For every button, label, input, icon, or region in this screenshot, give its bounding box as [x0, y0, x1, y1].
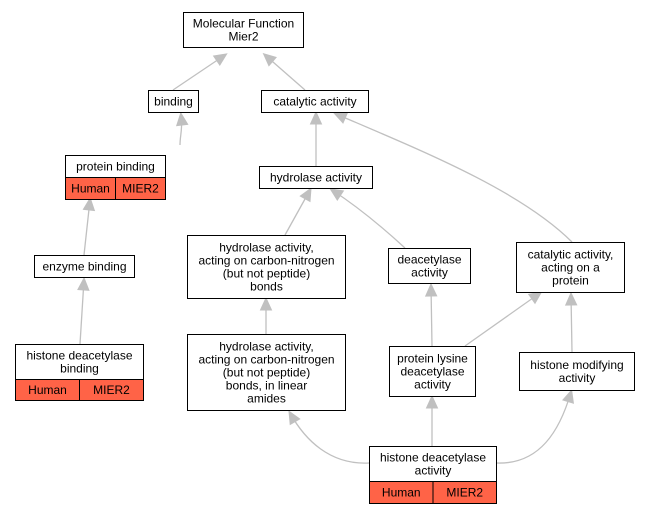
node-label-line: bonds	[250, 280, 283, 294]
node-box	[187, 334, 346, 411]
edge-arrowhead-7	[299, 187, 312, 203]
species-tag: Human	[382, 486, 421, 500]
species-tag: Human	[71, 182, 110, 196]
edge-4	[335, 113, 573, 243]
node-label-line: Mier2	[228, 30, 258, 44]
edge-arrowhead-11	[527, 291, 543, 305]
edge-layer	[77, 52, 578, 464]
edge-15	[495, 391, 572, 464]
node-box	[388, 248, 471, 284]
node-catalytic-activity[interactable]: catalytic activity	[261, 90, 369, 113]
node-label-line: (but not peptide)	[223, 366, 310, 380]
node-label-line: Molecular Function	[193, 17, 294, 31]
node-label-line: hydrolase activity,	[219, 340, 313, 354]
node-label-line: histone deacetylase	[26, 349, 132, 363]
gene-tag: MIER2	[446, 486, 483, 500]
node-hydrolase-acting-cn-bonds[interactable]: hydrolase activity,acting on carbon-nitr…	[187, 235, 346, 299]
node-label-line: binding	[154, 95, 193, 109]
gene-tag: MIER2	[93, 383, 130, 397]
edge-arrowhead-4	[333, 112, 349, 124]
edge-arrowhead-3	[309, 110, 323, 125]
node-box	[148, 90, 199, 113]
node-label-line: catalytic activity	[273, 95, 356, 109]
node-label-line: histone deacetylase	[380, 451, 486, 465]
node-label-line: protein	[552, 274, 589, 288]
node-label-line: deacetylase	[400, 365, 464, 379]
edge-arrowhead-15	[562, 388, 575, 404]
node-box	[259, 166, 373, 189]
node-label-line: acting on carbon-nitrogen	[198, 353, 334, 367]
edge-arrowhead-12	[564, 291, 578, 306]
edge-arrowhead-10	[424, 282, 438, 297]
node-label-line: enzyme binding	[42, 260, 126, 274]
node-label-line: activity	[415, 464, 452, 478]
gene-tag: MIER2	[122, 182, 159, 196]
node-hydrolase-activity[interactable]: hydrolase activity	[259, 166, 373, 189]
edge-arrowhead-6	[77, 276, 90, 291]
node-label-line: amides	[247, 392, 286, 406]
edge-arrowhead-2	[262, 52, 277, 67]
node-box	[15, 344, 144, 380]
edge-arrowhead-5	[82, 196, 96, 212]
node-box	[516, 242, 625, 293]
edge-13	[289, 412, 370, 464]
node-label-line: catalytic activity,	[528, 248, 614, 262]
node-box	[369, 446, 497, 482]
node-label-line: acting on carbon-nitrogen	[198, 254, 334, 268]
tag-box	[115, 177, 166, 200]
node-box	[183, 12, 304, 48]
node-label-line: bonds, in linear	[226, 379, 307, 393]
node-box	[519, 352, 635, 391]
node-box	[261, 90, 369, 113]
node-label-line: hydrolase activity	[270, 171, 362, 185]
node-label-line: binding	[60, 362, 99, 376]
edge-6	[79, 279, 85, 345]
node-label-line: activity	[414, 378, 451, 392]
node-binding[interactable]: binding	[148, 90, 199, 113]
node-box	[34, 255, 135, 278]
edge-arrowhead-13	[288, 410, 301, 426]
node-label-line: activity	[411, 266, 448, 280]
node-label-line: activity	[559, 371, 596, 385]
node-label-line: hydrolase activity,	[219, 241, 313, 255]
tag-box	[79, 379, 144, 401]
edge-arrowhead-9	[259, 296, 273, 311]
edge-arrowhead-0	[175, 111, 189, 127]
edge-arrowhead-1	[212, 53, 228, 67]
node-label-line: (but not peptide)	[223, 267, 310, 281]
node-box	[389, 346, 476, 397]
node-label-line: protein binding	[76, 160, 155, 174]
node-label-line: deacetylase	[397, 253, 461, 267]
node-box	[187, 235, 346, 299]
node-label-line: histone modifying	[530, 358, 623, 372]
species-tag: Human	[28, 383, 67, 397]
tag-box	[432, 481, 497, 504]
node-hydrolase-acting-cn-linear-amides[interactable]: hydrolase activity,acting on carbon-nitr…	[187, 334, 346, 411]
edge-arrowhead-14	[425, 394, 439, 409]
node-enzyme-binding[interactable]: enzyme binding	[34, 255, 135, 278]
node-label-line: acting on a	[541, 261, 600, 275]
edge-arrowhead-8	[329, 188, 345, 202]
node-label-line: protein lysine	[397, 352, 468, 366]
edge-11	[464, 292, 541, 347]
